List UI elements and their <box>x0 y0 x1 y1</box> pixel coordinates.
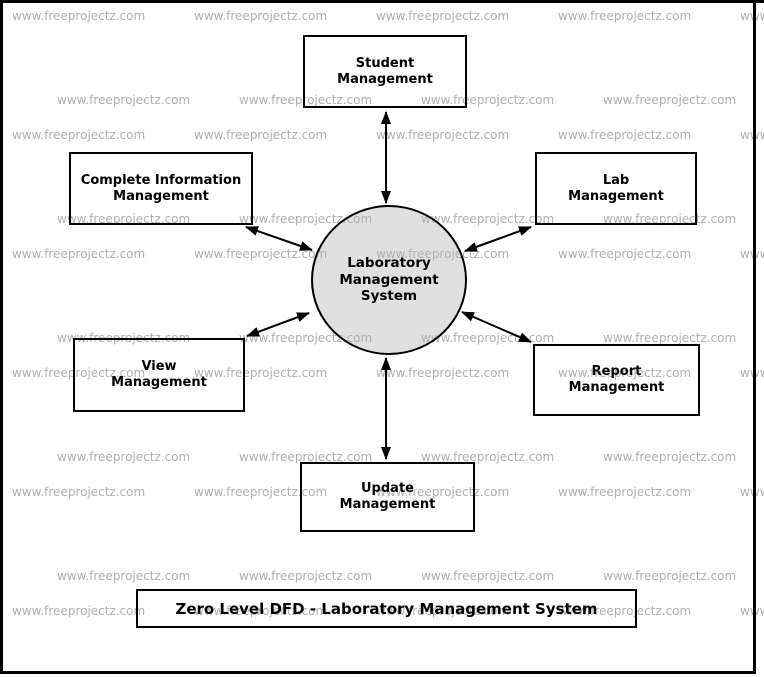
process-label-line: Laboratory <box>347 255 431 272</box>
arrow-report-management <box>461 311 532 343</box>
entity-report-management: Report Management <box>533 344 700 416</box>
entity-lab-management: Lab Management <box>535 152 697 225</box>
entity-label-line: Management <box>339 497 436 512</box>
entity-label-line: Complete Information <box>80 172 242 188</box>
process-label-line: Management <box>339 271 439 288</box>
entity-label-line: Management <box>568 380 665 395</box>
entity-label-line: Update <box>361 481 414 496</box>
entity-label-line: Lab <box>602 172 630 188</box>
arrow-lab-management <box>464 226 532 252</box>
process-label-line: System <box>360 288 418 305</box>
entity-label-line: Student <box>355 55 415 71</box>
diagram-title-text: Zero Level DFD - Laboratory Management S… <box>175 599 598 618</box>
diagram-title: Zero Level DFD - Laboratory Management S… <box>136 589 637 628</box>
entity-label-line: Management <box>113 188 209 204</box>
entity-label-line: Report <box>591 364 642 379</box>
arrow-view-management <box>246 312 310 337</box>
entity-update-management: Update Management <box>300 462 475 532</box>
entity-label-line: Management <box>568 188 664 204</box>
arrow-complete-information-management <box>245 226 313 251</box>
entity-view-management: View Management <box>73 338 245 412</box>
entity-label-line: Management <box>111 375 207 390</box>
entity-complete-information-management: Complete Information Management <box>69 152 253 225</box>
entity-label-line: View <box>141 359 177 374</box>
entity-student-management: Student Management <box>303 35 467 108</box>
process-laboratory-management-system: Laboratory Management System <box>311 205 467 355</box>
entity-label-line: Management <box>337 71 433 87</box>
